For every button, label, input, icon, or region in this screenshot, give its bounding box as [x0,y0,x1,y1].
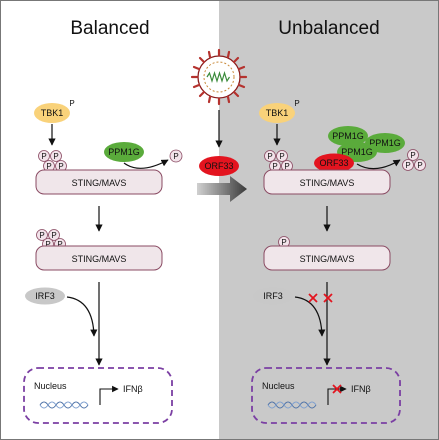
svg-text:P: P [279,152,284,161]
svg-text:IFNβ: IFNβ [123,384,143,394]
left-panel-title: Balanced [70,18,149,39]
svg-text:P: P [57,240,62,249]
svg-text:P: P [417,161,422,170]
big-transition-arrow [197,176,247,202]
svg-text:PPM1G: PPM1G [332,131,364,141]
svg-text:TBK1: TBK1 [266,108,289,118]
left-arrow-dephospho [123,159,169,169]
right-ppm1g-cluster: PPM1G PPM1G PPM1G [328,126,405,162]
svg-text:Nucleus: Nucleus [34,381,67,391]
svg-text:IRF3: IRF3 [263,291,283,301]
right-panel [219,0,439,440]
right-phospho-cluster-top: P P P P [264,150,293,172]
left-sting-mavs-mid: STING/MAVS [35,245,163,271]
left-tbk1: TBK1 P [34,99,75,123]
svg-text:P: P [45,240,50,249]
right-inhibition-cross-2 [323,293,333,303]
svg-text:IFNβ: IFNβ [351,384,371,394]
virus-genome-wave [206,70,231,84]
left-arrow-irf3-curve [66,296,98,337]
right-sting-mavs-top: STING/MAVS [263,169,391,195]
orf33-free: ORF33 [199,156,239,176]
svg-text:P: P [51,231,56,240]
svg-text:P: P [41,152,46,161]
left-promoter-arrow [99,385,119,405]
left-sting-mavs-top: STING/MAVS [35,169,163,195]
right-nucleus: Nucleus IFNβ [251,367,401,424]
svg-text:PPM1G: PPM1G [369,138,401,148]
svg-text:STING/MAVS: STING/MAVS [300,178,355,188]
svg-text:PPM1G: PPM1G [341,147,373,157]
svg-text:P: P [58,162,63,171]
svg-text:P: P [267,152,272,161]
right-tbk1: TBK1 P [259,99,300,123]
left-panel [0,0,219,440]
right-free-phospho-cluster: P P P [402,149,426,171]
left-free-phospho: P [169,149,183,163]
right-irf3: IRF3 [253,287,293,305]
svg-text:P: P [284,162,289,171]
virus-icon [190,48,248,106]
left-nucleus: Nucleus IFNβ [23,367,173,424]
right-sting-mavs-mid: STING/MAVS [263,245,391,271]
svg-text:IRF3: IRF3 [35,291,55,301]
right-arrow-irf3-curve [294,296,326,337]
svg-text:P: P [405,161,410,170]
svg-text:P: P [294,99,299,108]
right-promoter-arrow [327,385,347,405]
svg-text:Nucleus: Nucleus [262,381,295,391]
svg-text:STING/MAVS: STING/MAVS [72,254,127,264]
right-panel-title: Unbalanced [278,18,379,39]
right-orf33-bound: ORF33 [314,153,354,173]
svg-text:P: P [46,162,51,171]
svg-text:P: P [69,99,74,108]
svg-text:P: P [281,238,286,247]
svg-text:PPM1G: PPM1G [108,147,140,157]
svg-text:TBK1: TBK1 [41,108,64,118]
svg-text:P: P [173,152,178,161]
left-irf3: IRF3 [25,287,65,305]
svg-text:STING/MAVS: STING/MAVS [72,178,127,188]
svg-text:ORF33: ORF33 [204,161,233,171]
right-arrow-dephospho [356,159,401,170]
right-transcription-block-cross [332,384,342,394]
right-inhibition-cross-1 [308,293,318,303]
svg-text:P: P [53,152,58,161]
svg-text:P: P [39,231,44,240]
svg-text:STING/MAVS: STING/MAVS [300,254,355,264]
svg-text:P: P [410,151,415,160]
svg-text:P: P [272,162,277,171]
left-ppm1g: PPM1G [104,142,144,162]
svg-text:ORF33: ORF33 [319,158,348,168]
